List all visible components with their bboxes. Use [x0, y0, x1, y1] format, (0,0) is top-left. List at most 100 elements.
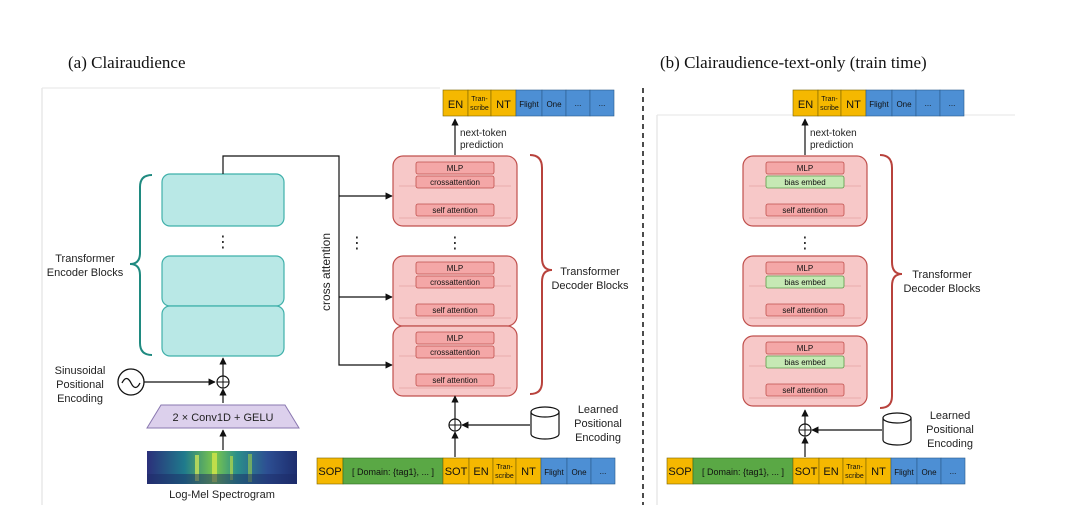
learned-pe-a-line3: Encoding	[575, 432, 621, 444]
token-nt: NT	[496, 99, 511, 111]
token-one-input-b: One	[921, 468, 937, 477]
encoder-stack: ⋮	[161, 173, 285, 357]
middle-layer-label: bias embed	[784, 278, 825, 287]
self-attention-layer	[415, 373, 495, 387]
encoder-dots: ⋮	[215, 234, 231, 251]
mlp-layer	[415, 331, 495, 345]
token-domain-b: [ Domain: {tag1}, ... ]	[702, 467, 784, 477]
token-sop-b: SOP	[668, 466, 691, 478]
next-token-b-line2: prediction	[810, 140, 853, 151]
mlp-layer-label: MLP	[447, 264, 463, 273]
encoder-block-middle	[161, 255, 285, 307]
token-transcribe-b-l1: Tran-	[821, 96, 838, 103]
middle-layer	[415, 345, 495, 359]
token-nt-input: NT	[521, 466, 536, 478]
token-ellipsis-input-b: ...	[950, 467, 957, 476]
learned-pe-a-line2: Positional	[574, 418, 622, 430]
token-transcribe-input-b-l1: Tran-	[846, 464, 863, 471]
conv-block	[146, 404, 300, 429]
encoder-label-line1: Transformer	[55, 253, 115, 265]
decoder-block: MLP bias embed self attention	[742, 155, 868, 227]
mlp-layer-label: MLP	[447, 334, 463, 343]
output-tokens-a: EN Tran- scribe NT Flight One ... ...	[442, 89, 615, 117]
mlp-layer	[765, 341, 845, 355]
learned-pe-b-line3: Encoding	[927, 438, 973, 450]
sinusoidal-label-line3: Encoding	[57, 393, 103, 405]
token-sot-b: SOT	[795, 466, 818, 478]
mlp-layer	[415, 161, 495, 175]
output-tokens-b: EN Tran- scribe NT Flight One ... ...	[792, 89, 965, 117]
token-transcribe-input-b-l2: scribe	[845, 473, 864, 480]
cross-attention-label: cross attention	[319, 233, 333, 311]
token-ellipsis-b-1: ...	[925, 99, 932, 108]
decoder-brace-a	[529, 154, 553, 395]
encoder-output-line	[222, 155, 393, 369]
learned-pe-b-line1: Learned	[930, 410, 970, 422]
next-token-b-line1: next-token	[810, 128, 857, 139]
encoder-label-line2: Encoder Blocks	[47, 267, 124, 279]
mlp-layer	[415, 261, 495, 275]
token-en: EN	[448, 99, 463, 111]
decoder-input-add-b	[798, 423, 812, 437]
input-tokens-a: SOP [ Domain: {tag1}, ... ] SOT EN Tran-…	[316, 457, 616, 485]
decoder-dots-a: ⋮	[447, 235, 463, 252]
token-domain: [ Domain: {tag1}, ... ]	[352, 467, 434, 477]
self-attention-layer-label: self attention	[782, 386, 827, 395]
encoder-block-top	[161, 173, 285, 227]
encoder-brace	[129, 174, 153, 356]
token-one-input: One	[571, 468, 587, 477]
self-attention-layer-label: self attention	[782, 306, 827, 315]
decoder-brace-b	[879, 154, 903, 409]
panel-a-title: (a) Clairaudience	[68, 53, 186, 72]
token-sot: SOT	[445, 466, 468, 478]
self-attention-layer-label: self attention	[432, 376, 477, 385]
self-attention-layer	[765, 203, 845, 217]
middle-layer	[765, 175, 845, 189]
decoder-label-b-line2: Decoder Blocks	[903, 283, 981, 295]
decoder-block: MLP bias embed self attention	[742, 255, 868, 327]
mlp-layer-label: MLP	[797, 164, 813, 173]
middle-layer	[415, 275, 495, 289]
sinusoidal-label-line1: Sinusoidal	[55, 365, 106, 377]
middle-layer	[415, 175, 495, 189]
mlp-layer-label: MLP	[797, 264, 813, 273]
decoder-label-a-line1: Transformer	[560, 266, 620, 278]
token-nt-b: NT	[846, 99, 861, 111]
spectrogram-label: Log-Mel Spectrogram	[169, 489, 275, 501]
learned-pe-a-line1: Learned	[578, 404, 618, 416]
encoder-block-bottom	[161, 305, 285, 357]
token-transcribe-b-l2: scribe	[820, 105, 839, 112]
mlp-layer-label: MLP	[447, 164, 463, 173]
token-ellipsis-2: ...	[599, 99, 606, 108]
sinusoidal-label-line2: Positional	[56, 379, 104, 391]
token-transcribe-input-l1: Tran-	[496, 464, 513, 471]
token-flight-input-b: Flight	[894, 468, 914, 477]
token-flight: Flight	[519, 100, 539, 109]
token-flight-input: Flight	[544, 468, 564, 477]
side-dots: ⋮	[349, 235, 365, 252]
spectrogram-image	[147, 451, 297, 484]
database-icon	[530, 406, 560, 440]
panel-b-title: (b) Clairaudience-text-only (train time)	[660, 53, 927, 72]
self-attention-layer	[765, 303, 845, 317]
next-token-a-line2: prediction	[460, 140, 503, 151]
decoder-input-add-a	[448, 418, 462, 432]
middle-layer-label: bias embed	[784, 178, 825, 187]
self-attention-layer	[765, 383, 845, 397]
conv-label: 2 × Conv1D + GELU	[173, 412, 274, 424]
middle-layer	[765, 355, 845, 369]
middle-layer-label: crossattention	[430, 278, 480, 287]
self-attention-layer-label: self attention	[782, 206, 827, 215]
token-ellipsis-input: ...	[600, 467, 607, 476]
learned-pe-b-line2: Positional	[926, 424, 974, 436]
token-en-input: EN	[473, 466, 488, 478]
middle-layer-label: bias embed	[784, 358, 825, 367]
token-ellipsis-b-2: ...	[949, 99, 956, 108]
self-attention-layer-label: self attention	[432, 206, 477, 215]
